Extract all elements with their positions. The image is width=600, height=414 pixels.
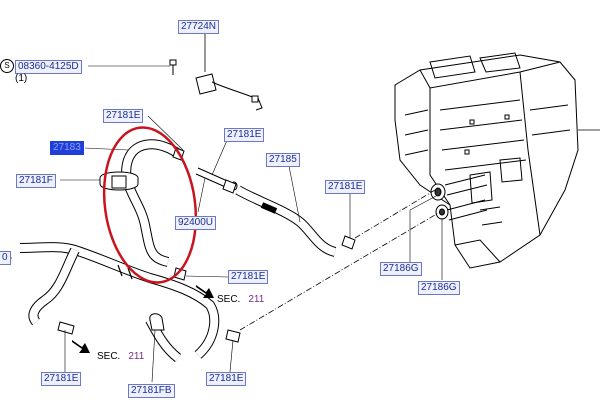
part-label-27181E-right[interactable]: 27181E: [325, 180, 366, 194]
hose-27183: [121, 139, 183, 267]
hose-27185: [235, 185, 337, 257]
part-label-27181E-mid[interactable]: 27181E: [228, 270, 269, 284]
section-ref-text: SEC.: [97, 351, 121, 362]
part-label-27186G-b[interactable]: 27186G: [418, 281, 460, 295]
quantity-note: (1): [15, 73, 28, 84]
section-ref-upper[interactable]: SEC. 211: [217, 294, 264, 306]
part-label-27181E-lower-right[interactable]: 27181E: [206, 372, 247, 386]
highlight-circle: [102, 126, 198, 284]
screw-08360: [88, 59, 177, 75]
part-label-27185[interactable]: 27185: [266, 153, 300, 167]
part-label-27181E-connector[interactable]: 27181E: [224, 128, 265, 142]
heater-unit: [394, 52, 600, 269]
section-ref-number: 211: [128, 351, 145, 362]
part-label-92400U[interactable]: 92400U: [175, 216, 217, 230]
part-label-27724N[interactable]: 27724N: [178, 20, 220, 34]
part-label-27181E-upper[interactable]: 27181E: [103, 109, 144, 123]
section-ref-lower[interactable]: SEC. 211: [97, 351, 144, 363]
clamps: [57, 147, 356, 343]
section-ref-number: 211: [248, 294, 265, 305]
label-leaders: [0, 115, 443, 383]
heater-pipes: [430, 174, 488, 221]
part-label-27186G-a[interactable]: 27186G: [380, 262, 422, 276]
screw-symbol-icon: S: [0, 59, 14, 73]
sensor-27724N: [195, 32, 263, 111]
part-label-27181FB[interactable]: 27181FB: [128, 384, 175, 398]
part-label-27181F[interactable]: 27181F: [16, 174, 56, 188]
section-arrows: [72, 285, 214, 353]
part-label-27183-highlighted[interactable]: 27183: [50, 141, 84, 155]
part-label-08360-4125D[interactable]: 08360-4125D: [15, 60, 82, 74]
section-ref-text: SEC.: [217, 294, 241, 305]
part-label-cut-off[interactable]: 0: [0, 251, 11, 265]
leader-lines: [239, 189, 441, 331]
part-label-27181E-lower-left[interactable]: 27181E: [41, 372, 82, 386]
